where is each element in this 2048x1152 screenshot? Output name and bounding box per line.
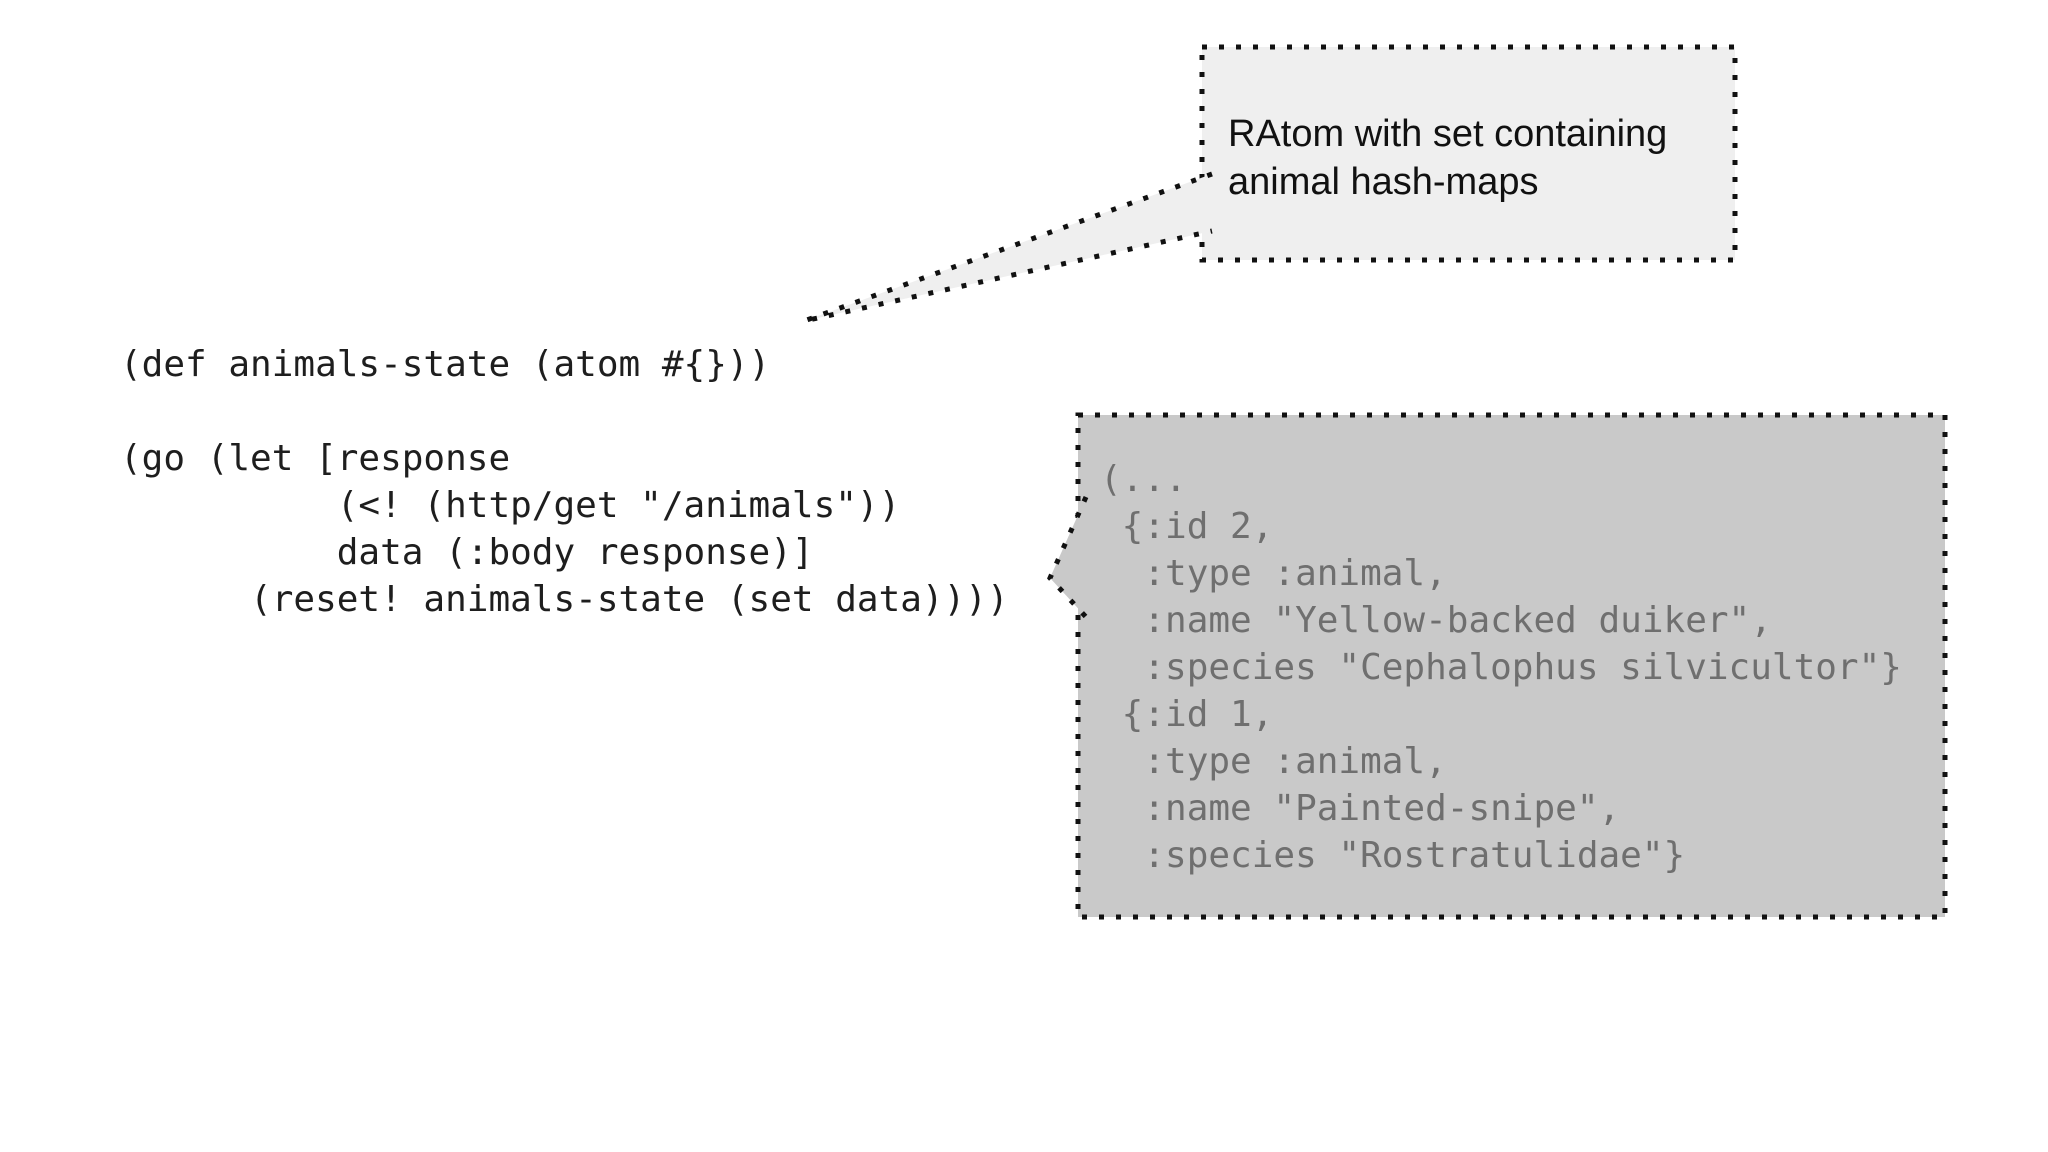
result-callout-tail <box>1047 495 1089 619</box>
annotation-callout-box <box>1199 44 1738 263</box>
result-callout-code: (... {:id 2, :type :animal, :name "Yello… <box>1100 459 1902 876</box>
annotation-callout-tail <box>803 171 1213 324</box>
annotation-callout-label: RAtom with set containing animal hash-ma… <box>1228 113 1668 203</box>
clojure-code-block: (def animals-state (atom #{})) (go (let … <box>120 344 1009 620</box>
result-callout-box <box>1075 412 1948 920</box>
